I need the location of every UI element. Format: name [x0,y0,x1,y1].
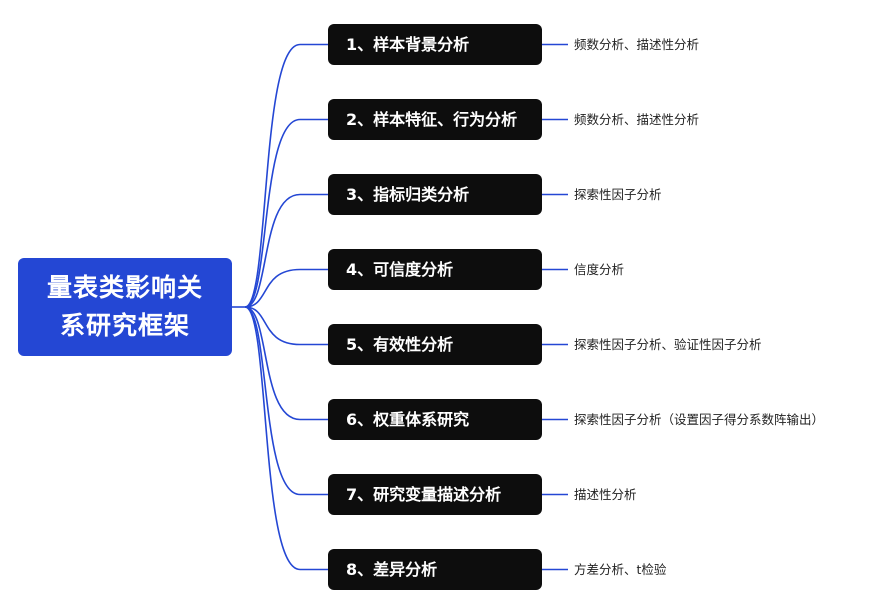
leaf-method-8[interactable]: 方差分析、t检验 [574,562,667,577]
leaf-method-7[interactable]: 描述性分析 [574,487,637,502]
branch-node-6[interactable]: 6、权重体系研究 [328,399,542,440]
branch-connector-4 [244,268,328,308]
branch-node-8[interactable]: 8、差异分析 [328,549,542,590]
branch-connector-2 [244,118,328,308]
leaf-method-5[interactable]: 探索性因子分析、验证性因子分析 [574,337,762,352]
branch-connector-6 [244,306,328,421]
branch-node-5[interactable]: 5、有效性分析 [328,324,542,365]
branch-connector-1 [244,43,328,308]
leaf-method-4[interactable]: 信度分析 [574,262,625,277]
branch-connector-7 [244,306,328,496]
branch-node-3[interactable]: 3、指标归类分析 [328,174,542,215]
root-title-line-2: 系研究框架 [59,311,190,340]
branch-connector-5 [244,306,328,346]
branch-node-7[interactable]: 7、研究变量描述分析 [328,474,542,515]
branch-connector-8 [244,306,328,571]
leaf-method-3[interactable]: 探索性因子分析 [574,187,662,202]
branch-node-2[interactable]: 2、样本特征、行为分析 [328,99,542,140]
leaf-method-6[interactable]: 探索性因子分析（设置因子得分系数阵输出） [574,412,825,427]
leaf-method-1[interactable]: 频数分析、描述性分析 [574,37,700,52]
branch-connector-3 [244,193,328,308]
branch-node-1[interactable]: 1、样本背景分析 [328,24,542,65]
root-node[interactable]: 量表类影响关 系研究框架 [18,258,232,356]
leaf-method-2[interactable]: 频数分析、描述性分析 [574,112,700,127]
branch-node-4[interactable]: 4、可信度分析 [328,249,542,290]
root-title-line-1: 量表类影响关 [46,273,203,302]
